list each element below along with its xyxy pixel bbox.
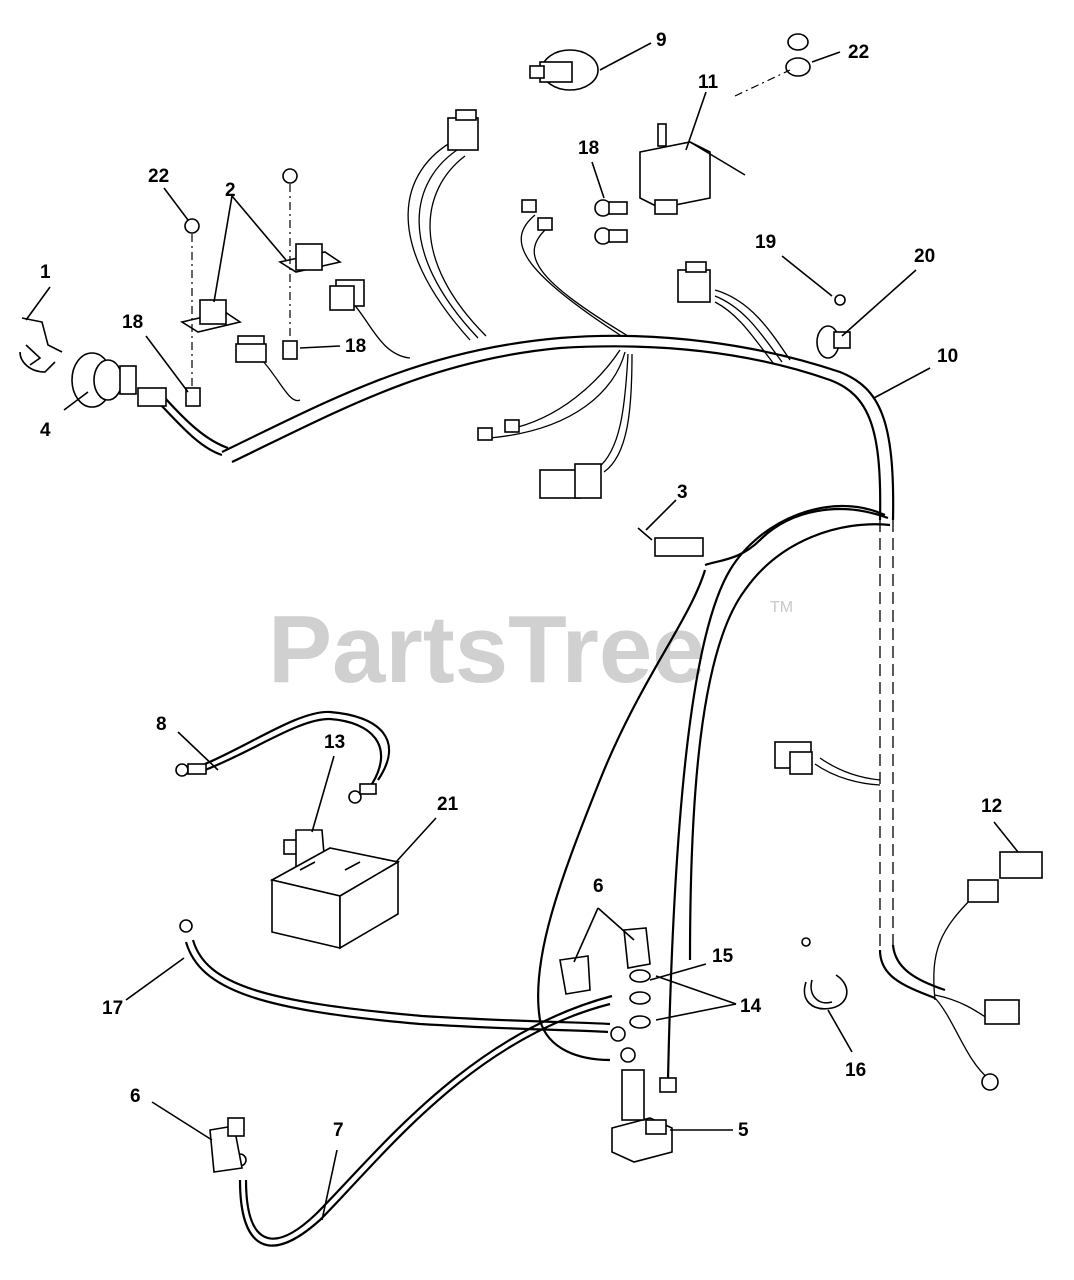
callout-6b: 6 — [130, 1086, 141, 1107]
harness-connectors — [235, 109, 1043, 1091]
callout-14: 14 — [740, 996, 762, 1017]
callout-2: 2 — [225, 180, 236, 201]
cable-part-17 — [179, 919, 611, 1034]
battery-part-21 — [269, 847, 401, 950]
cable-part-7 — [233, 994, 613, 1247]
hardware-parts-14-15 — [610, 969, 651, 1063]
cable-part-8 — [175, 710, 391, 804]
callout-18c: 18 — [578, 138, 599, 159]
solenoid-part-5 — [611, 1069, 677, 1163]
callout-8: 8 — [156, 714, 167, 735]
callout-21: 21 — [437, 794, 459, 815]
watermark-trademark: TM — [770, 599, 793, 616]
callout-22b: 22 — [848, 42, 869, 63]
main-harness — [159, 139, 991, 1081]
clip-part-20 — [816, 325, 851, 359]
callout-15: 15 — [712, 946, 734, 967]
callout-10: 10 — [937, 346, 958, 367]
leader-lines — [25, 42, 1019, 1221]
callout-6a: 6 — [593, 876, 604, 897]
callout-3: 3 — [677, 482, 688, 503]
connector-part-9 — [529, 49, 599, 91]
callout-11: 11 — [698, 72, 719, 93]
callout-16: 16 — [845, 1060, 866, 1081]
callout-18a: 18 — [122, 312, 143, 333]
watermark-brand: PartsTree — [268, 596, 706, 703]
tie-part-16 — [801, 937, 848, 1010]
callout-12: 12 — [981, 796, 1002, 817]
screws-and-nuts — [184, 33, 846, 407]
ignition-switch-part-4 — [71, 352, 167, 408]
callout-5: 5 — [738, 1120, 749, 1141]
switch-part-11 — [639, 123, 746, 215]
callout-4: 4 — [40, 420, 51, 441]
callouts: 1 2 3 4 5 6 6 7 8 9 10 11 12 13 14 15 16… — [40, 30, 1002, 1141]
callout-17: 17 — [102, 998, 123, 1019]
callout-9: 9 — [656, 30, 667, 51]
boot-part-6 — [209, 927, 651, 1173]
callout-13: 13 — [324, 732, 345, 753]
callout-22a: 22 — [148, 166, 169, 187]
bracket-part-1 — [19, 317, 63, 373]
callout-20: 20 — [914, 246, 935, 267]
callout-7: 7 — [333, 1120, 344, 1141]
callout-18b: 18 — [345, 336, 366, 357]
callout-19: 19 — [755, 232, 776, 253]
callout-1: 1 — [40, 262, 51, 283]
